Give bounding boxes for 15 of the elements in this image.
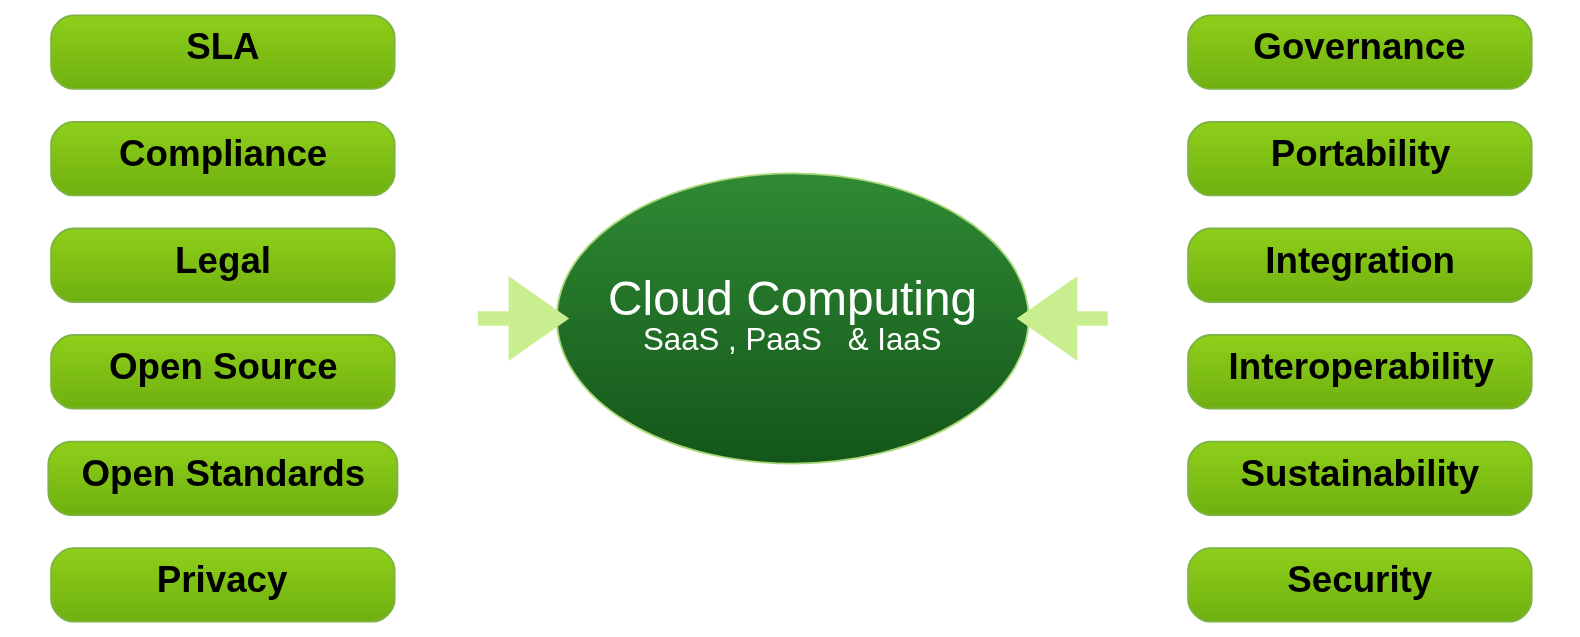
node-ellipse: Cloud Computing SaaS , PaaS & IaaS <box>555 172 1030 465</box>
node-box: Open Standards <box>47 440 399 516</box>
node-box: Security <box>1187 547 1533 623</box>
node-box: Open Source <box>50 334 396 410</box>
node-box: Sustainability <box>1187 440 1533 516</box>
arrow <box>477 276 570 361</box>
node-box: Legal <box>50 227 396 303</box>
node-box: Portability <box>1187 121 1533 197</box>
node-box: SLA <box>50 14 396 90</box>
node-box: Integration <box>1187 227 1533 303</box>
node-box: Privacy <box>50 547 396 623</box>
arrow <box>1016 276 1108 361</box>
node-box: Governance <box>1187 14 1533 90</box>
node-box: Interoperability <box>1187 334 1533 410</box>
node-box: Compliance <box>50 121 396 197</box>
